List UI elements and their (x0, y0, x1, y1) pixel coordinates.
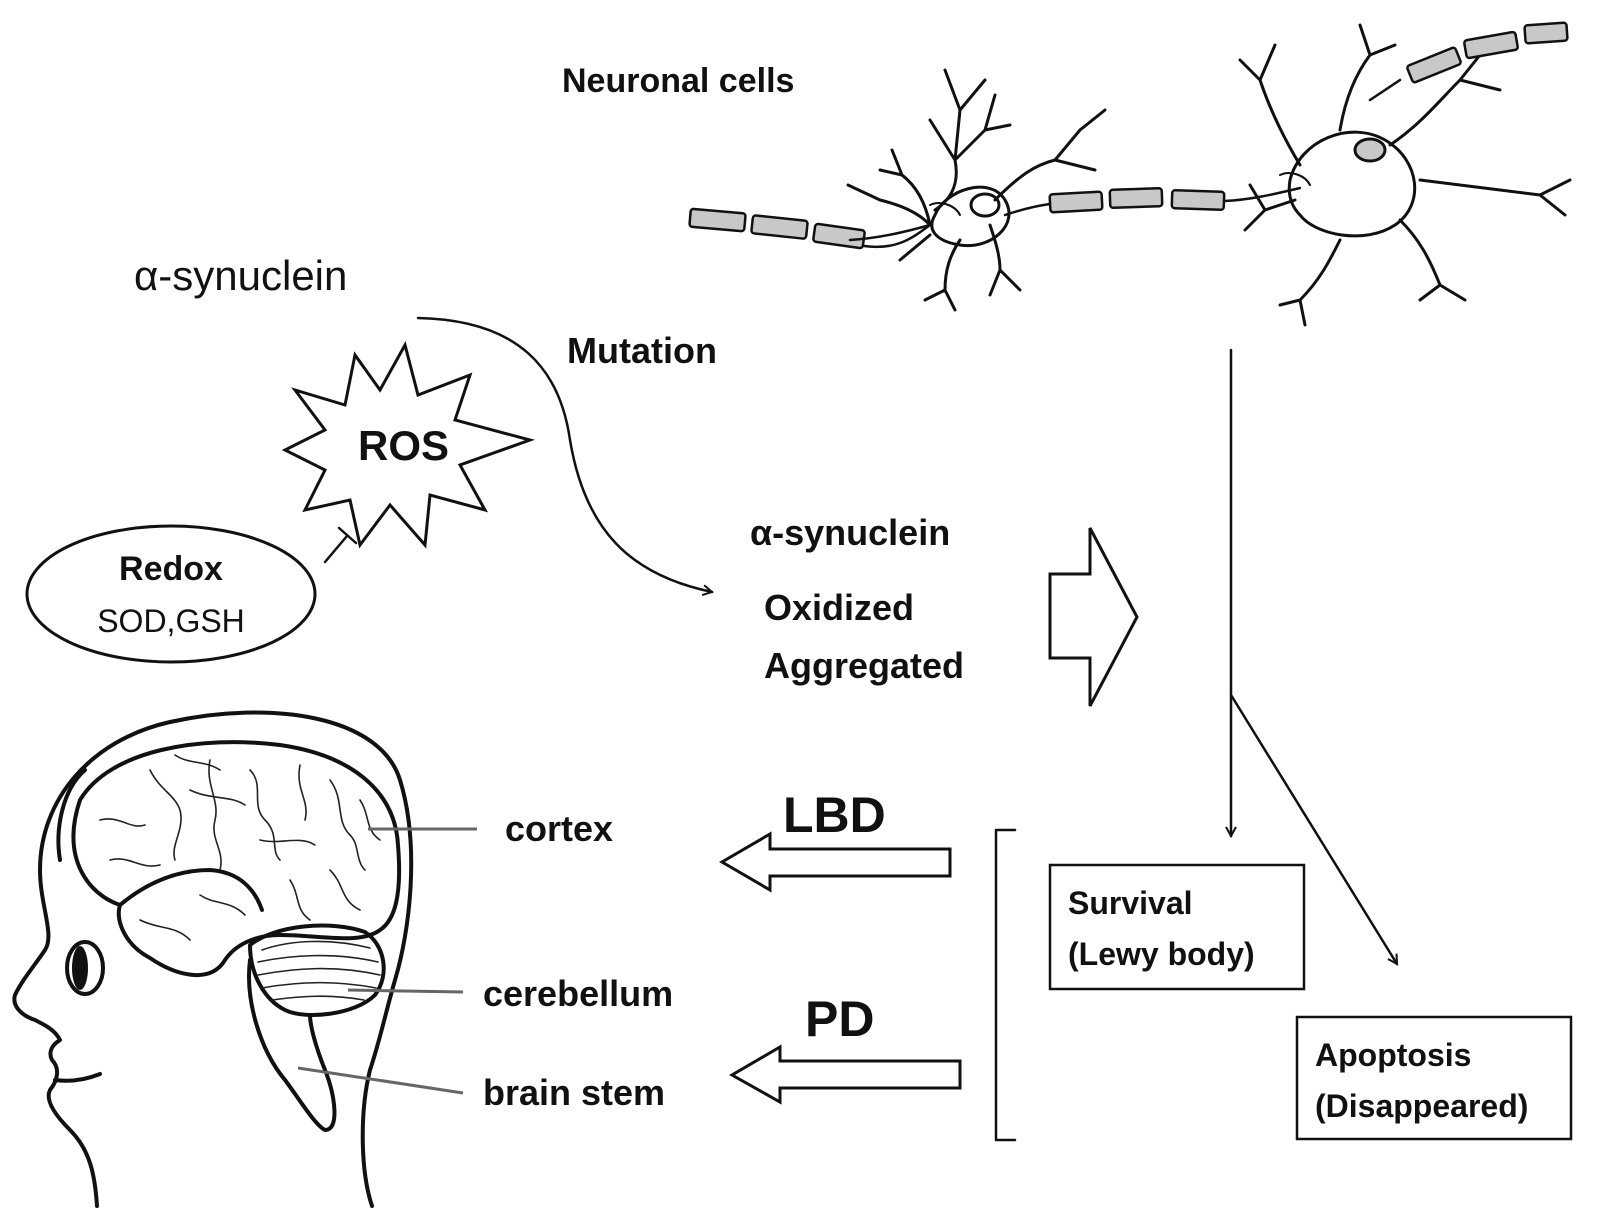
oxidized-label: Oxidized (764, 587, 914, 628)
apoptosis-label: Apoptosis (1315, 1037, 1471, 1073)
neuronal-cells-illustration (688, 21, 1572, 327)
mouth (53, 1072, 102, 1083)
lbd-hollow-left-arrow (719, 831, 952, 893)
skull-inner-line (56, 768, 87, 862)
outcome-bracket (994, 828, 1017, 1142)
right-axon-myelin (1406, 21, 1569, 84)
neuron-to-apoptosis-arrow (1229, 693, 1399, 964)
brain-stem-label: brain stem (483, 1072, 665, 1113)
cerebellum-leader-line (347, 988, 464, 994)
cortex-label: cortex (505, 808, 613, 849)
brain-gyri (99, 754, 381, 941)
neuronal-cells-label: Neuronal cells (562, 62, 794, 100)
redox-sub-label: SOD,GSH (97, 603, 245, 639)
ros-label: ROS (358, 422, 449, 469)
brain-stem-shape (247, 958, 337, 1132)
alpha-synuclein-label: α-synuclein (134, 252, 347, 299)
brain-stem-leader-line (297, 1066, 464, 1095)
redox-label: Redox (119, 550, 223, 588)
ros-burst: ROS (281, 340, 536, 549)
mutation-label: Mutation (567, 330, 717, 371)
ear-inner (72, 946, 88, 990)
lbd-label: LBD (783, 787, 886, 843)
survival-label: Survival (1068, 885, 1193, 921)
pd-label: PD (805, 991, 874, 1047)
left-axon-myelin (688, 207, 932, 250)
survival-box: Survival (Lewy body) (1048, 863, 1306, 991)
alpha-synuclein-mid-label: α-synuclein (750, 512, 950, 553)
middle-axon-myelin (1003, 186, 1302, 217)
cerebellum-label: cerebellum (483, 973, 673, 1014)
cerebellum-shape (248, 923, 386, 1017)
apoptosis-box: Apoptosis (Disappeared) (1295, 1015, 1573, 1141)
redox-inhibits-ros (323, 526, 358, 564)
disappeared-label: (Disappeared) (1315, 1088, 1528, 1124)
hollow-right-arrow (1048, 527, 1139, 707)
ros-star-shape (281, 340, 536, 549)
aggregated-label: Aggregated (764, 645, 964, 686)
cerebrum (71, 740, 402, 977)
head-brain-illustration (12, 710, 477, 1208)
sylvian-fissure (118, 868, 264, 912)
head-outline (12, 710, 414, 1208)
mutation-arrow (416, 316, 712, 592)
left-neuron (846, 68, 1107, 312)
pd-hollow-left-arrow (728, 1044, 962, 1105)
cerebellum-folia (257, 940, 381, 1001)
lewy-body-label: (Lewy body) (1068, 936, 1255, 972)
right-neuron (1238, 23, 1572, 327)
redox-node: Redox SOD,GSH (25, 524, 317, 664)
